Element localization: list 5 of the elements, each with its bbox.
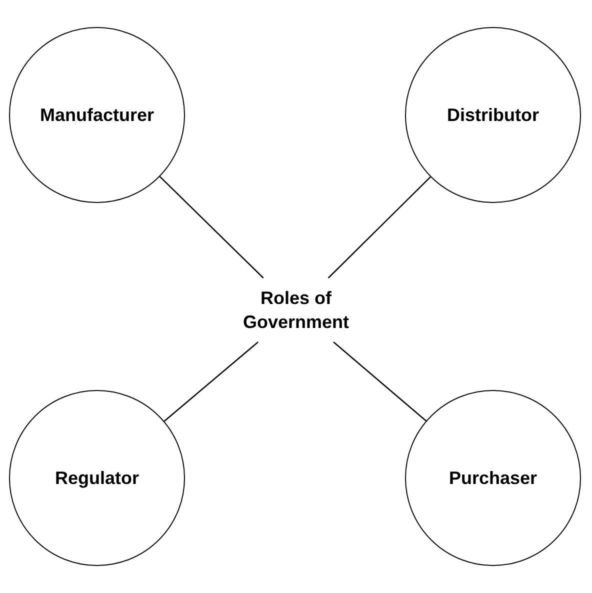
connector-line	[159, 176, 264, 278]
connector-line	[328, 176, 431, 278]
connector-line	[164, 342, 259, 422]
center-label: Roles of Government	[226, 278, 366, 342]
connector-line	[333, 342, 426, 422]
